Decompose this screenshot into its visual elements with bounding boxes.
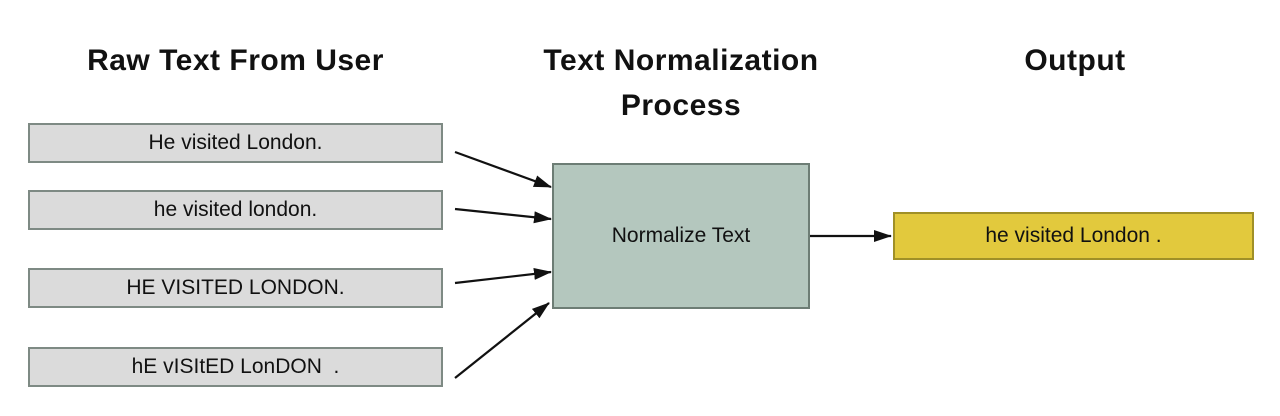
output-result-text: he visited London .: [985, 224, 1162, 247]
normalize-text-process-box: Normalize Text: [552, 163, 810, 309]
arrow-input-2: [454, 207, 552, 224]
column-header-normalization-process: Text Normalization Process: [543, 44, 819, 122]
output-result-box: he visited London .: [893, 212, 1254, 260]
raw-input-text-4: hE vISItED LonDON .: [131, 355, 340, 378]
raw-input-text-1: He visited London.: [148, 131, 323, 154]
normalize-text-label: Normalize Text: [611, 224, 751, 247]
column-header-raw-text: Raw Text From User: [87, 44, 384, 77]
raw-input-box-4: hE vISItED LonDON .: [28, 347, 443, 387]
raw-input-box-3: HE VISITED LONDON.: [28, 268, 443, 308]
raw-input-box-2: he visited london.: [28, 190, 443, 230]
column-header-output: Output: [1024, 44, 1126, 77]
arrow-input-4: [454, 302, 550, 379]
raw-input-text-3: HE VISITED LONDON.: [126, 276, 345, 299]
raw-input-text-2: he visited london.: [153, 198, 318, 221]
arrow-input-3: [454, 267, 552, 285]
raw-input-box-1: He visited London.: [28, 123, 443, 163]
arrow-input-1: [454, 150, 552, 189]
